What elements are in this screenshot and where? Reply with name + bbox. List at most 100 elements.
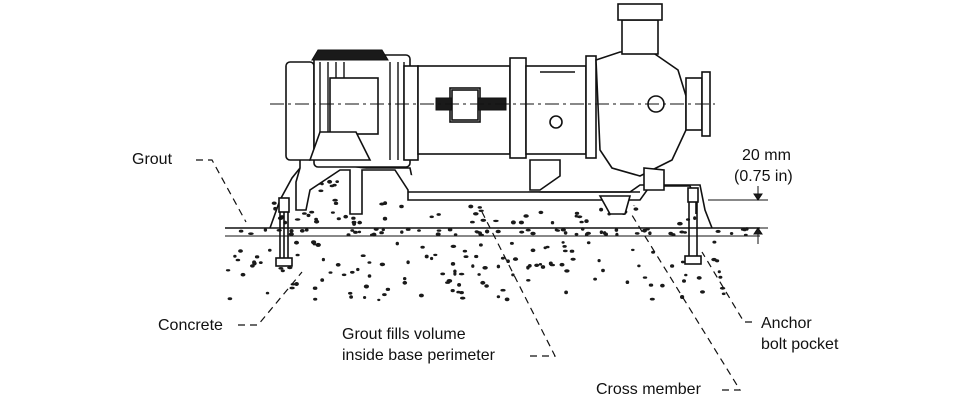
- aggregate-dot: [518, 220, 525, 225]
- aggregate-dot: [273, 206, 277, 211]
- aggregate-dot: [315, 242, 321, 247]
- aggregate-dot: [719, 286, 726, 290]
- dimension-mm-label: 20 mm: [742, 147, 791, 164]
- aggregate-dot: [473, 212, 479, 216]
- aggregate-dot: [700, 290, 705, 294]
- aggregate-dot: [564, 269, 570, 273]
- aggregate-dot: [367, 274, 372, 278]
- aggregate-dot: [631, 248, 635, 252]
- aggregate-dot: [530, 248, 536, 253]
- aggregate-dot: [585, 231, 591, 235]
- aggregate-dot: [289, 229, 294, 233]
- aggregate-dot: [238, 229, 244, 233]
- aggregate-dot: [534, 263, 540, 267]
- aggregate-dot: [330, 211, 335, 214]
- aggregate-dot: [248, 232, 254, 235]
- aggregate-dot: [295, 253, 300, 257]
- aggregate-dot: [299, 229, 305, 233]
- aggregate-dot: [288, 232, 294, 236]
- aggregate-dot: [495, 229, 501, 234]
- aggregate-dot: [648, 283, 654, 287]
- aggregate-dot: [463, 255, 469, 258]
- aggregate-dot: [373, 227, 379, 231]
- aggregate-dot: [574, 214, 578, 218]
- aggregate-dot: [360, 254, 366, 257]
- anchor-label-line2: bolt pocket: [761, 336, 839, 353]
- aggregate-dot: [493, 219, 499, 223]
- aggregate-dot: [742, 228, 747, 232]
- aggregate-dot: [584, 219, 589, 224]
- aggregate-dot: [554, 228, 558, 232]
- aggregate-dot: [677, 221, 683, 226]
- concrete-leader: [238, 271, 303, 326]
- aggregate-dot: [458, 272, 465, 276]
- aggregate-dot: [321, 257, 325, 262]
- aggregate-dot: [346, 233, 351, 237]
- aggregate-dot: [311, 240, 317, 245]
- aggregate-dot: [258, 261, 263, 264]
- aggregate-dot: [420, 245, 425, 249]
- aggregate-dot: [395, 241, 399, 246]
- aggregate-dot: [351, 220, 357, 224]
- aggregate-dot: [240, 272, 246, 277]
- aggregate-dot: [712, 240, 717, 244]
- aggregate-dot: [450, 262, 456, 266]
- bearing-frame: [509, 55, 597, 159]
- aggregate-dot: [225, 269, 231, 272]
- aggregate-dot: [474, 254, 479, 259]
- aggregate-dot: [482, 266, 488, 270]
- aggregate-dot: [435, 232, 441, 236]
- aggregate-dot: [280, 269, 285, 273]
- aggregate-dot: [238, 249, 243, 253]
- aggregate-dot: [418, 293, 424, 298]
- aggregate-dot: [382, 216, 388, 221]
- aggregate-dot: [519, 230, 525, 234]
- aggregate-dot: [436, 213, 441, 216]
- aggregate-dot: [433, 253, 438, 257]
- aggregate-dot: [684, 273, 688, 277]
- aggregate-dot: [477, 206, 482, 209]
- concrete-label: Concrete: [158, 317, 223, 334]
- aggregate-dot: [436, 229, 442, 232]
- grout-label: Grout: [132, 151, 173, 168]
- grout-fills-label-line1: Grout fills volume: [342, 326, 466, 343]
- aggregate-dot: [377, 298, 381, 302]
- aggregate-dot: [328, 271, 333, 274]
- aggregate-dot: [235, 258, 241, 262]
- aggregate-dot: [367, 261, 372, 264]
- aggregate-dot: [430, 256, 434, 261]
- aggregate-dot: [564, 290, 568, 295]
- aggregate-dot: [314, 219, 320, 224]
- aggregate-dot: [453, 272, 457, 276]
- cross-member-leader: [629, 211, 742, 391]
- aggregate-dot: [500, 256, 505, 260]
- aggregate-dot: [252, 260, 257, 265]
- aggregate-dot: [351, 216, 356, 220]
- grout-fills-leader: [481, 211, 556, 357]
- anchor-bolt-right: [684, 187, 702, 265]
- aggregate-dot: [457, 283, 462, 287]
- aggregate-dot: [271, 201, 277, 205]
- aggregate-dot: [563, 231, 568, 235]
- aggregate-dot: [254, 255, 260, 259]
- aggregate-dot: [711, 257, 717, 262]
- aggregate-dot: [649, 297, 655, 301]
- aggregate-dot: [357, 220, 363, 225]
- aggregate-dot: [579, 220, 584, 224]
- aggregate-dot: [729, 232, 734, 235]
- aggregate-dot: [350, 229, 355, 232]
- aggregate-dot: [294, 218, 301, 221]
- aggregate-dot: [233, 254, 237, 258]
- aggregate-dot: [357, 230, 362, 234]
- aggregate-dot: [280, 215, 285, 219]
- aggregate-dot: [696, 276, 702, 280]
- aggregate-dot: [268, 248, 272, 252]
- aggregate-dot: [400, 230, 404, 234]
- aggregate-dot: [309, 210, 315, 214]
- aggregate-dot: [313, 297, 318, 301]
- aggregate-dot: [405, 228, 411, 231]
- aggregate-dot: [294, 240, 299, 245]
- aggregate-dot: [470, 220, 475, 224]
- aggregate-dot: [478, 233, 484, 237]
